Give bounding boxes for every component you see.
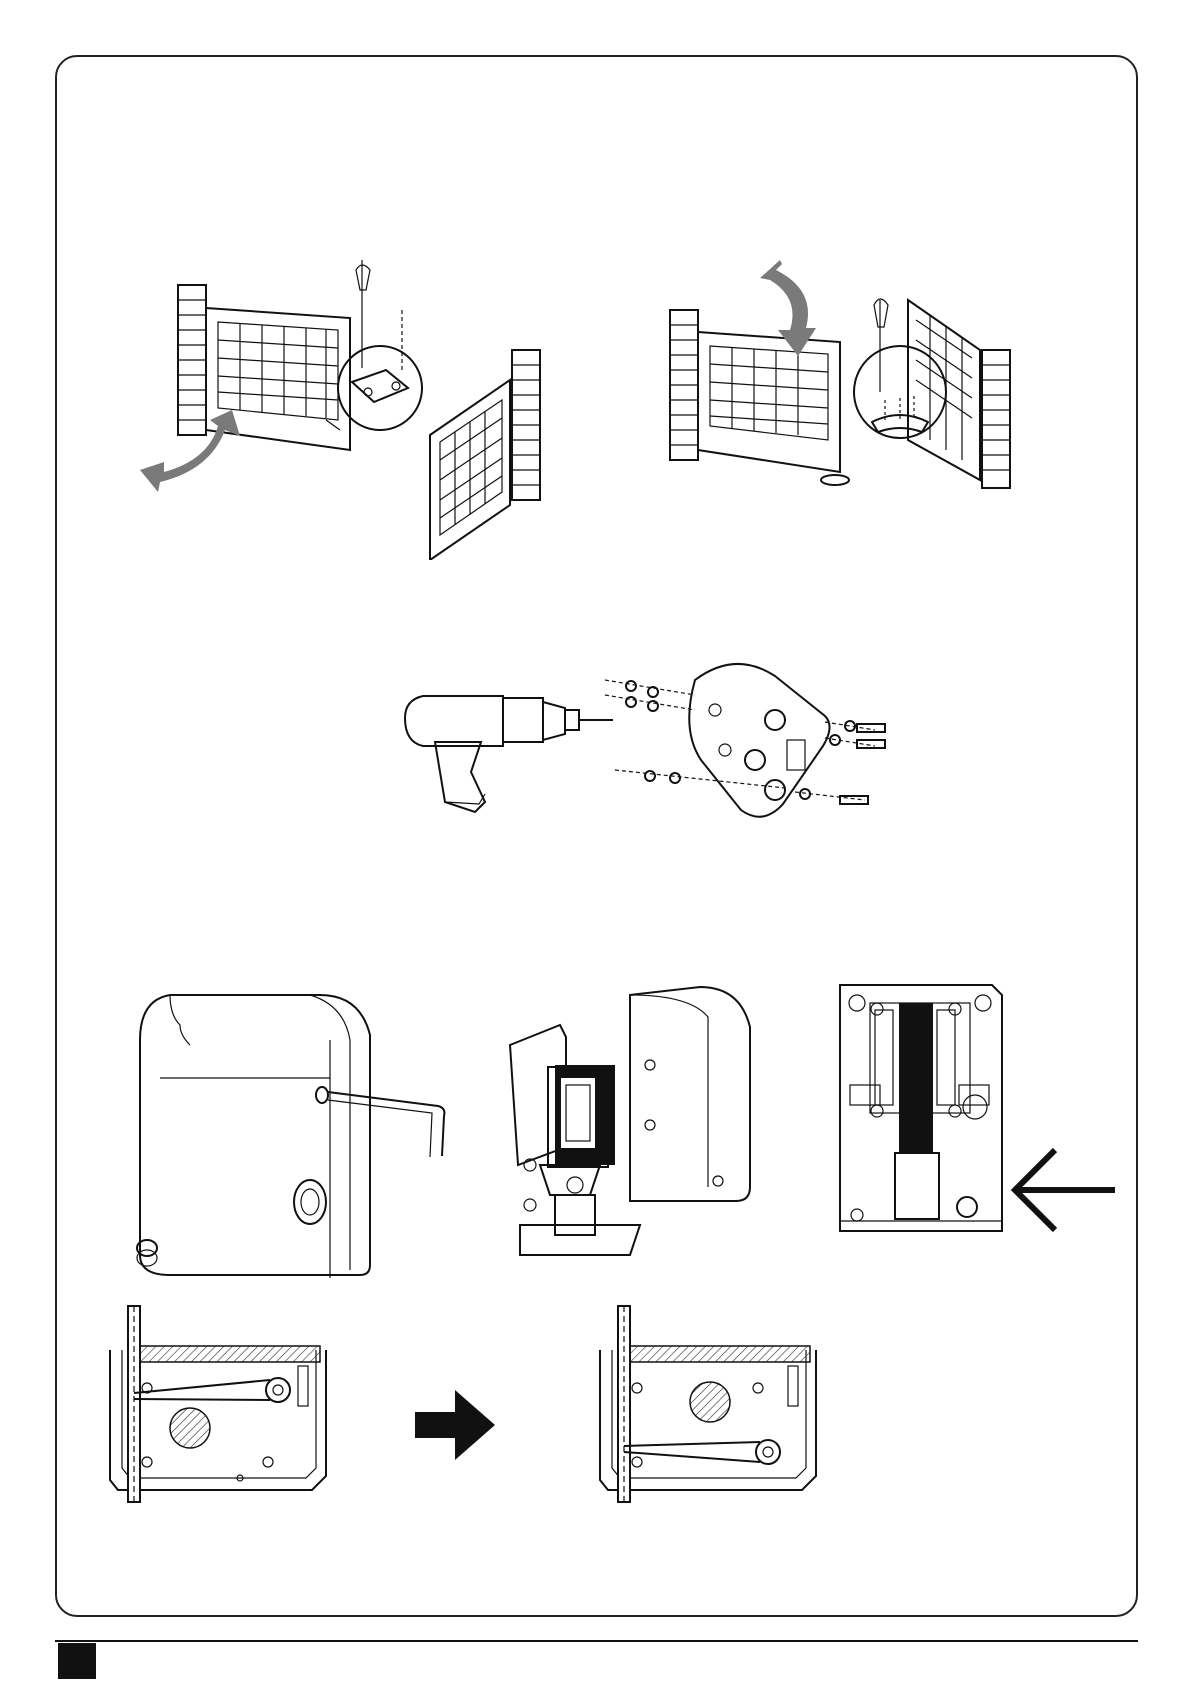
- allen-key-icon: [316, 1087, 444, 1157]
- drill-icon: [405, 696, 613, 812]
- motor-internal-view-illustration: [835, 975, 1125, 1275]
- swing-arrow-icon: [760, 260, 816, 356]
- belt-diagram-icon: [110, 1306, 326, 1502]
- mounting-bracket-icon: [689, 664, 829, 817]
- drill-and-bracket-illustration: [395, 640, 915, 840]
- arrow-left-icon: [1015, 1150, 1115, 1230]
- bracket-detail-circle: [326, 260, 422, 430]
- brick-pillar-right: [512, 350, 540, 500]
- footer-rule: [55, 1640, 1138, 1642]
- gate-leaf-right: [430, 380, 510, 560]
- swing-arrow-icon: [140, 410, 240, 492]
- brick-pillar-left: [178, 285, 206, 435]
- belt-diagram-icon: [600, 1306, 816, 1502]
- fasteners-icon: [605, 680, 885, 804]
- release-lock-icon: [294, 1180, 326, 1224]
- motor-cover-half-icon: [630, 987, 750, 1201]
- gate-opening-outward-illustration: [650, 250, 1050, 530]
- gate-leaf-left: [698, 332, 840, 472]
- motor-internal-icon: [840, 985, 1002, 1231]
- arrow-right-icon: [415, 1390, 495, 1460]
- gate-opening-inward-illustration: [130, 260, 560, 560]
- motor-cover-icon: [140, 995, 370, 1275]
- motor-assembly-icon: [510, 1025, 640, 1255]
- belt-position-before-diagram: [100, 1300, 340, 1510]
- gate-leaf-right: [908, 300, 980, 480]
- motor-housing-allen-key-illustration: [130, 980, 460, 1290]
- belt-position-after-diagram: [590, 1300, 830, 1510]
- brick-pillar-left: [670, 310, 698, 460]
- page-marker-block: [58, 1643, 96, 1679]
- motor-assembly-exploded-illustration: [500, 985, 770, 1285]
- brick-pillar-right: [982, 350, 1010, 488]
